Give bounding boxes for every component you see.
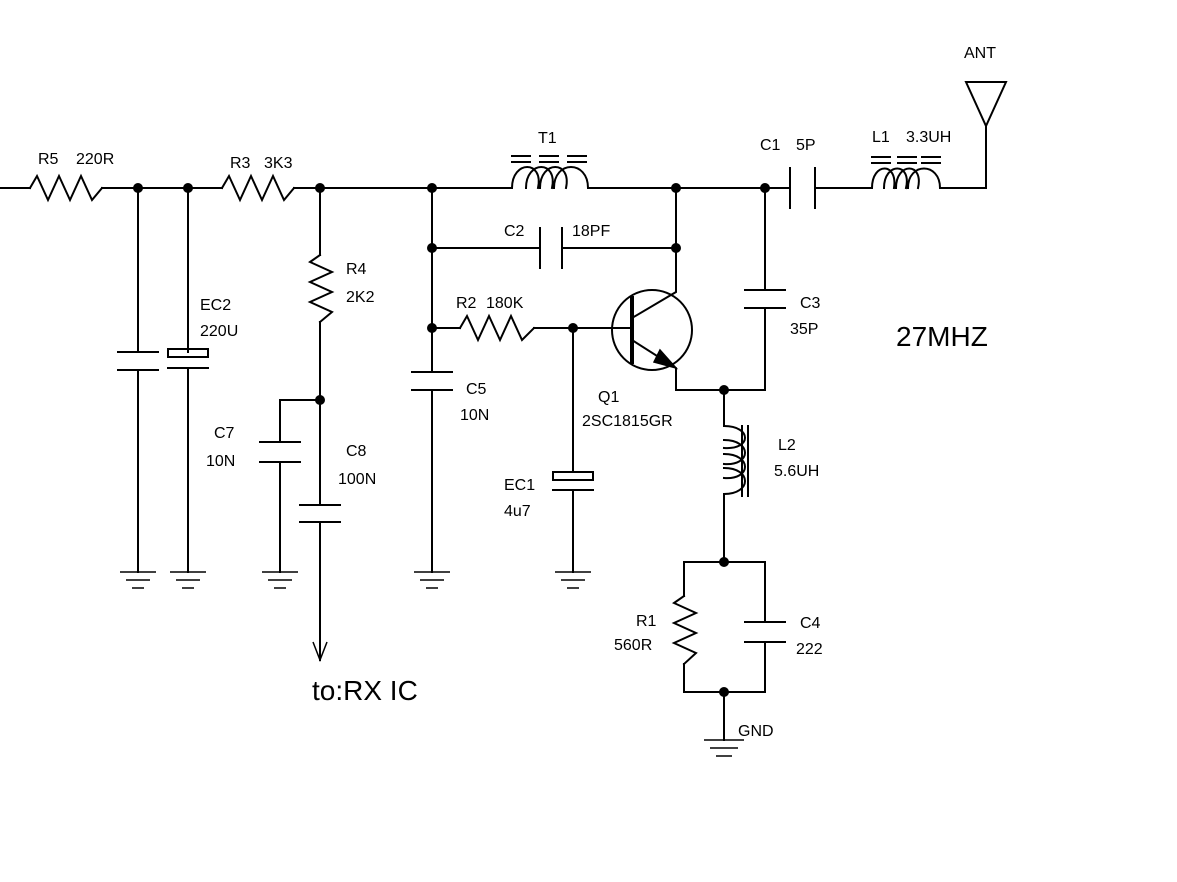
ec2-value: 220U — [200, 323, 238, 340]
rx-ic-label: to:RX IC — [312, 675, 418, 706]
input-filter-caps — [117, 187, 209, 573]
c5-value: 10N — [460, 407, 489, 424]
r2-value: 180K — [486, 295, 524, 312]
r4-resistor — [307, 253, 335, 324]
q1-value: 2SC1815GR — [582, 413, 673, 430]
ec2-label: EC2 — [200, 297, 231, 314]
c3-branch — [723, 187, 786, 391]
c1-capacitor — [789, 167, 816, 209]
c5-label: C5 — [466, 381, 487, 398]
l2-inductor — [722, 424, 746, 496]
c3-label: C3 — [800, 295, 821, 312]
frequency-label: 27MHZ — [896, 321, 988, 352]
r5-value: 220R — [76, 151, 114, 168]
l1-inductor — [870, 156, 942, 190]
top-rail — [0, 124, 987, 189]
c3-value: 35P — [790, 321, 818, 338]
c7-label: C7 — [214, 425, 235, 442]
c4-value: 222 — [796, 641, 823, 658]
l2-label: L2 — [778, 437, 796, 454]
r4-label: R4 — [346, 261, 367, 278]
q1-label: Q1 — [598, 389, 619, 406]
ec1-label: EC1 — [504, 477, 535, 494]
t1-transformer — [510, 155, 590, 190]
rx-arrow — [312, 641, 328, 663]
c2-value: 18PF — [572, 223, 610, 240]
c1-label: C1 — [760, 137, 781, 154]
r2-label: R2 — [456, 295, 477, 312]
c8-value: 100N — [338, 471, 376, 488]
r5-resistor — [28, 173, 104, 203]
antenna-symbol — [964, 81, 1008, 129]
c7-value: 10N — [206, 453, 235, 470]
r1-value: 560R — [614, 637, 652, 654]
c4-label: C4 — [800, 615, 821, 632]
r4-value: 2K2 — [346, 289, 375, 306]
r1-resistor — [671, 594, 699, 666]
bias-branch — [411, 187, 677, 573]
ec1-value: 4u7 — [504, 503, 531, 520]
r3-value: 3K3 — [264, 155, 293, 172]
ant-label: ANT — [964, 45, 996, 62]
gnd-label: GND — [738, 723, 774, 740]
l1-value: 3.3UH — [906, 129, 951, 146]
r2-resistor — [458, 313, 536, 343]
l1-label: L1 — [872, 129, 890, 146]
r1-label: R1 — [636, 613, 657, 630]
c2-label: C2 — [504, 223, 525, 240]
c8-label: C8 — [346, 443, 367, 460]
r5-label: R5 — [38, 151, 59, 168]
q1-transistor — [611, 187, 725, 391]
r3-resistor — [220, 173, 296, 203]
t1-label: T1 — [538, 130, 557, 147]
junction-dots — [133, 183, 770, 697]
c1-value: 5P — [796, 137, 816, 154]
rx-branch — [259, 187, 341, 663]
ground-symbols — [120, 571, 744, 757]
r3-label: R3 — [230, 155, 251, 172]
l2-value: 5.6UH — [774, 463, 819, 480]
emitter-network — [671, 389, 786, 741]
